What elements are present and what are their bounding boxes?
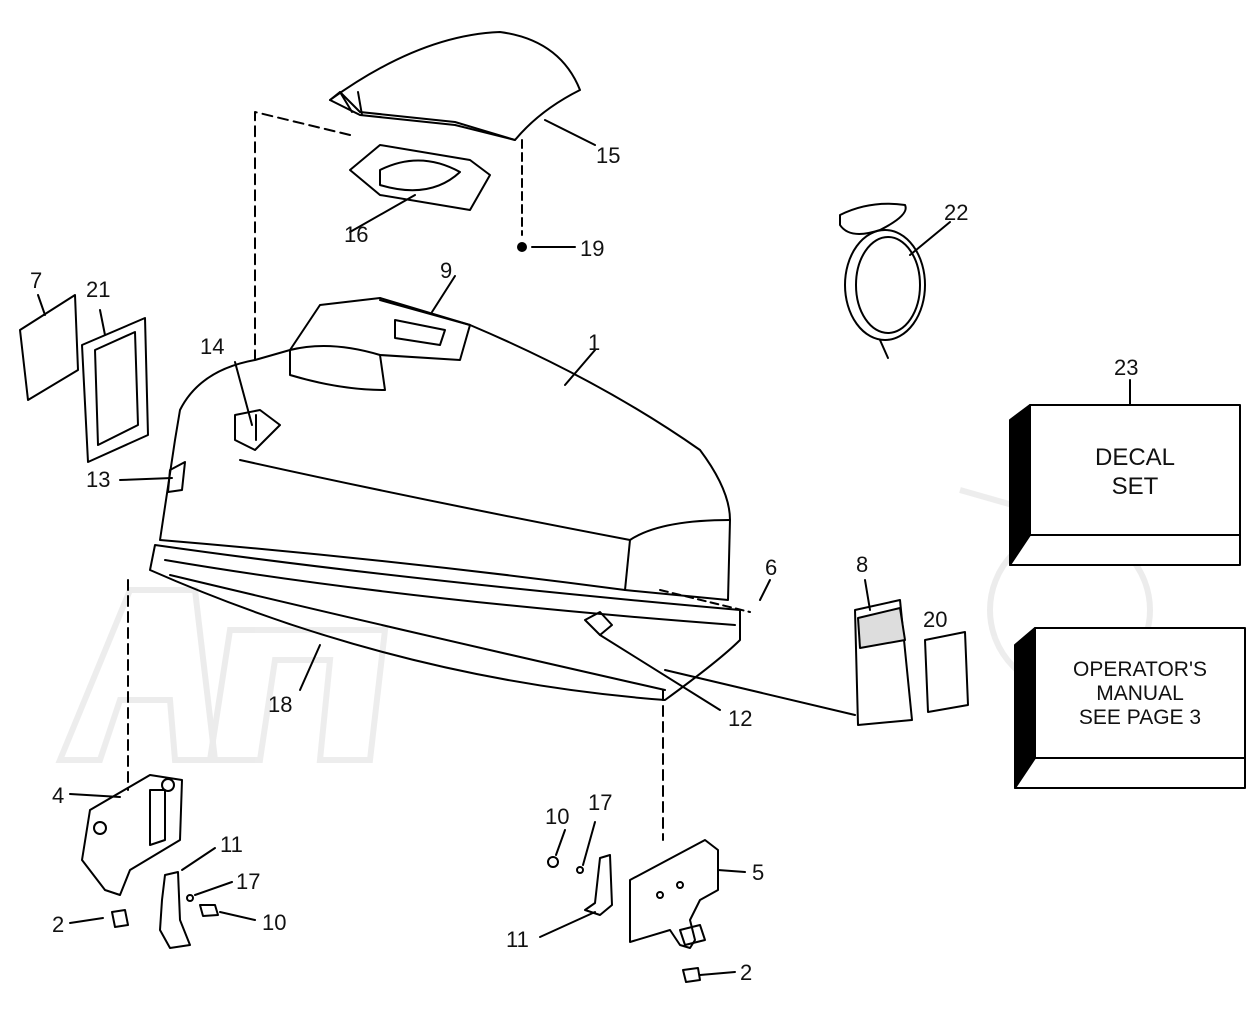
leader-13: [119, 477, 173, 481]
screw-part-19: [517, 139, 576, 252]
callout-2b: 2: [740, 960, 753, 985]
callout-6: 6: [765, 555, 778, 580]
decal-box-label: DECAL SET: [1095, 444, 1175, 500]
callout-16: 16: [344, 222, 369, 247]
decal-line-1: DECAL: [1095, 444, 1175, 471]
frame-part-21: [81, 309, 149, 463]
leader-8-line: [664, 669, 856, 716]
manual-line-1: OPERATOR'S: [1073, 658, 1207, 681]
callout-4: 4: [52, 783, 65, 808]
callout-8: 8: [856, 552, 869, 577]
leader-6-dashed: [659, 589, 751, 613]
callout-22: 22: [944, 200, 969, 225]
leader-9: [431, 275, 456, 313]
callout-14: 14: [200, 334, 225, 359]
cable-part-22: [839, 202, 951, 359]
callout-7: 7: [30, 268, 43, 293]
callout-12: 12: [728, 706, 753, 731]
leader-2a: [69, 917, 104, 924]
panel-part-8: [854, 579, 913, 726]
leader-6: [759, 579, 771, 601]
callout-11b: 11: [506, 927, 529, 952]
bracket-part-4: [69, 579, 183, 928]
callout-21: 21: [86, 277, 111, 302]
callout-2a: 2: [52, 912, 65, 937]
leader-18: [299, 644, 321, 691]
callout-18: 18: [268, 692, 293, 717]
leader-14: [234, 361, 253, 426]
leader-12: [599, 634, 721, 711]
callout-17a: 17: [588, 790, 613, 815]
callout-20: 20: [923, 607, 948, 632]
clip-part-11-left: [159, 847, 256, 949]
callout-17b: 17: [236, 869, 261, 894]
callout-13: 13: [86, 467, 111, 492]
callout-1: 1: [588, 330, 601, 355]
manual-line-3: SEE PAGE 3: [1079, 706, 1201, 729]
decal-part-20: [924, 631, 969, 713]
callout-10a: 10: [545, 804, 570, 829]
callout-23: 23: [1114, 355, 1139, 380]
callout-19: 19: [580, 236, 605, 261]
plate-part-5: [629, 689, 746, 983]
leader-dashed-1: [254, 111, 351, 361]
top-cover-part-15: [329, 31, 596, 146]
gasket-part-16: [349, 144, 491, 233]
operators-manual-box: [1014, 627, 1246, 789]
engine-cover-part-1: [149, 297, 741, 701]
clip-part-11-right: [539, 821, 613, 938]
callout-11a: 11: [220, 832, 243, 857]
leader-7: [37, 294, 46, 316]
callout-5: 5: [752, 860, 765, 885]
decal-set-box-part-23: [1009, 379, 1241, 566]
leader-1: [564, 349, 596, 386]
manual-box-label: OPERATOR'S MANUAL SEE PAGE 3: [1073, 658, 1207, 729]
callout-10b: 10: [262, 910, 287, 935]
callout-15: 15: [596, 143, 621, 168]
callout-9: 9: [440, 258, 453, 283]
decal-part-7: [19, 294, 79, 401]
decal-line-2: SET: [1112, 473, 1159, 500]
manual-line-2: MANUAL: [1096, 682, 1184, 705]
